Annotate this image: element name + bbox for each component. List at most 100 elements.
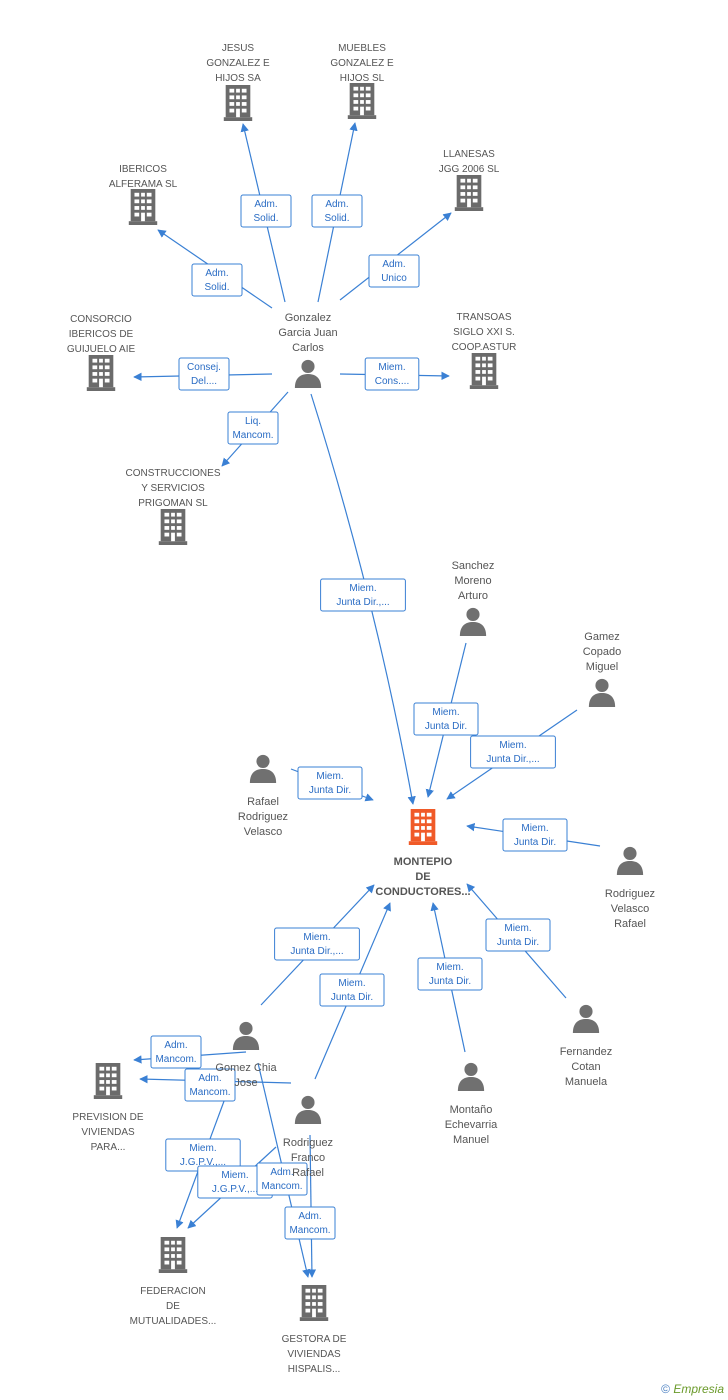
person-icon [249,754,277,783]
relation-box [284,1206,336,1240]
company-node-montepio[interactable]: MONTEPIODECONDUCTORES... [375,809,471,898]
relation-text: Adm. [298,1211,321,1222]
person-icon [616,846,644,875]
relation-box [297,766,363,800]
building-icon [86,355,116,391]
relation-text: Del.... [191,376,217,387]
node-label: GESTORA DE [282,1334,347,1345]
relation-text: Consej. [187,362,221,373]
relation-box [191,263,243,297]
relation-text: Miem. [189,1143,216,1154]
relation-box [320,578,406,612]
relation-box [502,818,568,852]
relation-box [364,357,420,391]
building-icon [347,83,377,119]
relation-text: Mancom. [261,1181,302,1192]
node-label: Sanchez [452,560,495,572]
node-label: Montaño [450,1104,493,1116]
relation-text: Junta Dir.,... [290,946,343,957]
company-node-prevision[interactable]: PREVISION DEVIVIENDASPARA... [72,1063,144,1153]
relation-label-r7[interactable]: Liq.Mancom. [227,411,279,445]
node-label: HISPALIS... [288,1364,341,1375]
relation-text: Junta Dir. [429,976,471,987]
relation-text: Solid. [204,282,229,293]
relation-text: Junta Dir. [497,937,539,948]
relation-label-r16[interactable]: Miem. Junta Dir. [485,918,551,952]
relation-label-r5[interactable]: Consej. Del.... [178,357,230,391]
relation-text: Miem. [303,932,330,943]
relation-label-r13[interactable]: Miem. Junta Dir.,... [274,927,360,961]
relation-text: Miem. [499,740,526,751]
building-icon [223,85,253,121]
relation-text: Miem. [221,1170,248,1181]
relation-label-r18[interactable]: Adm.Mancom. [184,1068,236,1102]
relation-box [311,194,363,228]
relation-box [256,1162,308,1196]
relation-box [274,927,360,961]
relation-box [368,254,420,288]
relation-text: Miem. [504,923,531,934]
relation-label-r9[interactable]: Miem.Junta Dir. [413,702,479,736]
relation-label-r12[interactable]: Miem.Junta Dir. [502,818,568,852]
relation-label-r4[interactable]: Adm. Unico [368,254,420,288]
relation-label-r22[interactable]: Adm.Mancom. [284,1206,336,1240]
relation-label-r11[interactable]: Miem.Junta Dir. [297,766,363,800]
node-label: DE [166,1301,180,1312]
person-icon [588,678,616,707]
building-icon [158,1237,188,1273]
node-label: Franco [291,1152,325,1164]
relation-label-r17[interactable]: Adm.Mancom. [150,1035,202,1069]
relation-text: Junta Dir. [425,721,467,732]
relation-label-r14[interactable]: Miem.Junta Dir. [319,973,385,1007]
node-label: DE [415,871,430,883]
relation-label-r19[interactable]: Miem.J.G.P.V.,... [165,1138,241,1172]
node-label: IBERICOS [119,164,167,175]
node-label: Velasco [244,826,283,838]
relation-box [150,1035,202,1069]
node-label: VIVIENDAS [287,1349,341,1360]
relation-label-r3[interactable]: Adm.Solid. [191,263,243,297]
relation-label-r8[interactable]: Miem.Junta Dir.,... [320,578,406,612]
relation-text: Mancom. [155,1054,196,1065]
footer-brand: © Empresia [661,1382,724,1396]
company-node-gestora[interactable]: GESTORA DE VIVIENDAS HISPALIS... [282,1285,347,1375]
relation-label-r1[interactable]: Adm.Solid. [240,194,292,228]
relation-text: J.G.P.V.,... [212,1184,258,1195]
relation-label-r15[interactable]: Miem.Junta Dir. [417,957,483,991]
relation-label-r6[interactable]: Miem.Cons.... [364,357,420,391]
relation-label-r20[interactable]: Miem. J.G.P.V.,... [197,1165,273,1199]
relation-label-r21[interactable]: Adm.Mancom. [256,1162,308,1196]
relation-text: Miem. [316,771,343,782]
relation-text: Liq. [245,416,261,427]
relation-text: Adm. [382,259,405,270]
relation-box [240,194,292,228]
relation-label-r2[interactable]: Adm.Solid. [311,194,363,228]
company-node-federacion[interactable]: FEDERACIONDEMUTUALIDADES... [130,1237,217,1327]
brand-logo[interactable]: Empresia [673,1382,724,1396]
node-label: Rodriguez [238,811,288,823]
person-icon [294,359,322,388]
node-label: PREVISION DE [72,1112,143,1123]
node-label: COOP.ASTUR [452,342,517,353]
node-label: Carlos [292,342,324,354]
relation-text: Unico [381,273,407,284]
node-label: Gamez [584,631,619,643]
relation-label-r10[interactable]: Miem.Junta Dir.,... [470,735,556,769]
